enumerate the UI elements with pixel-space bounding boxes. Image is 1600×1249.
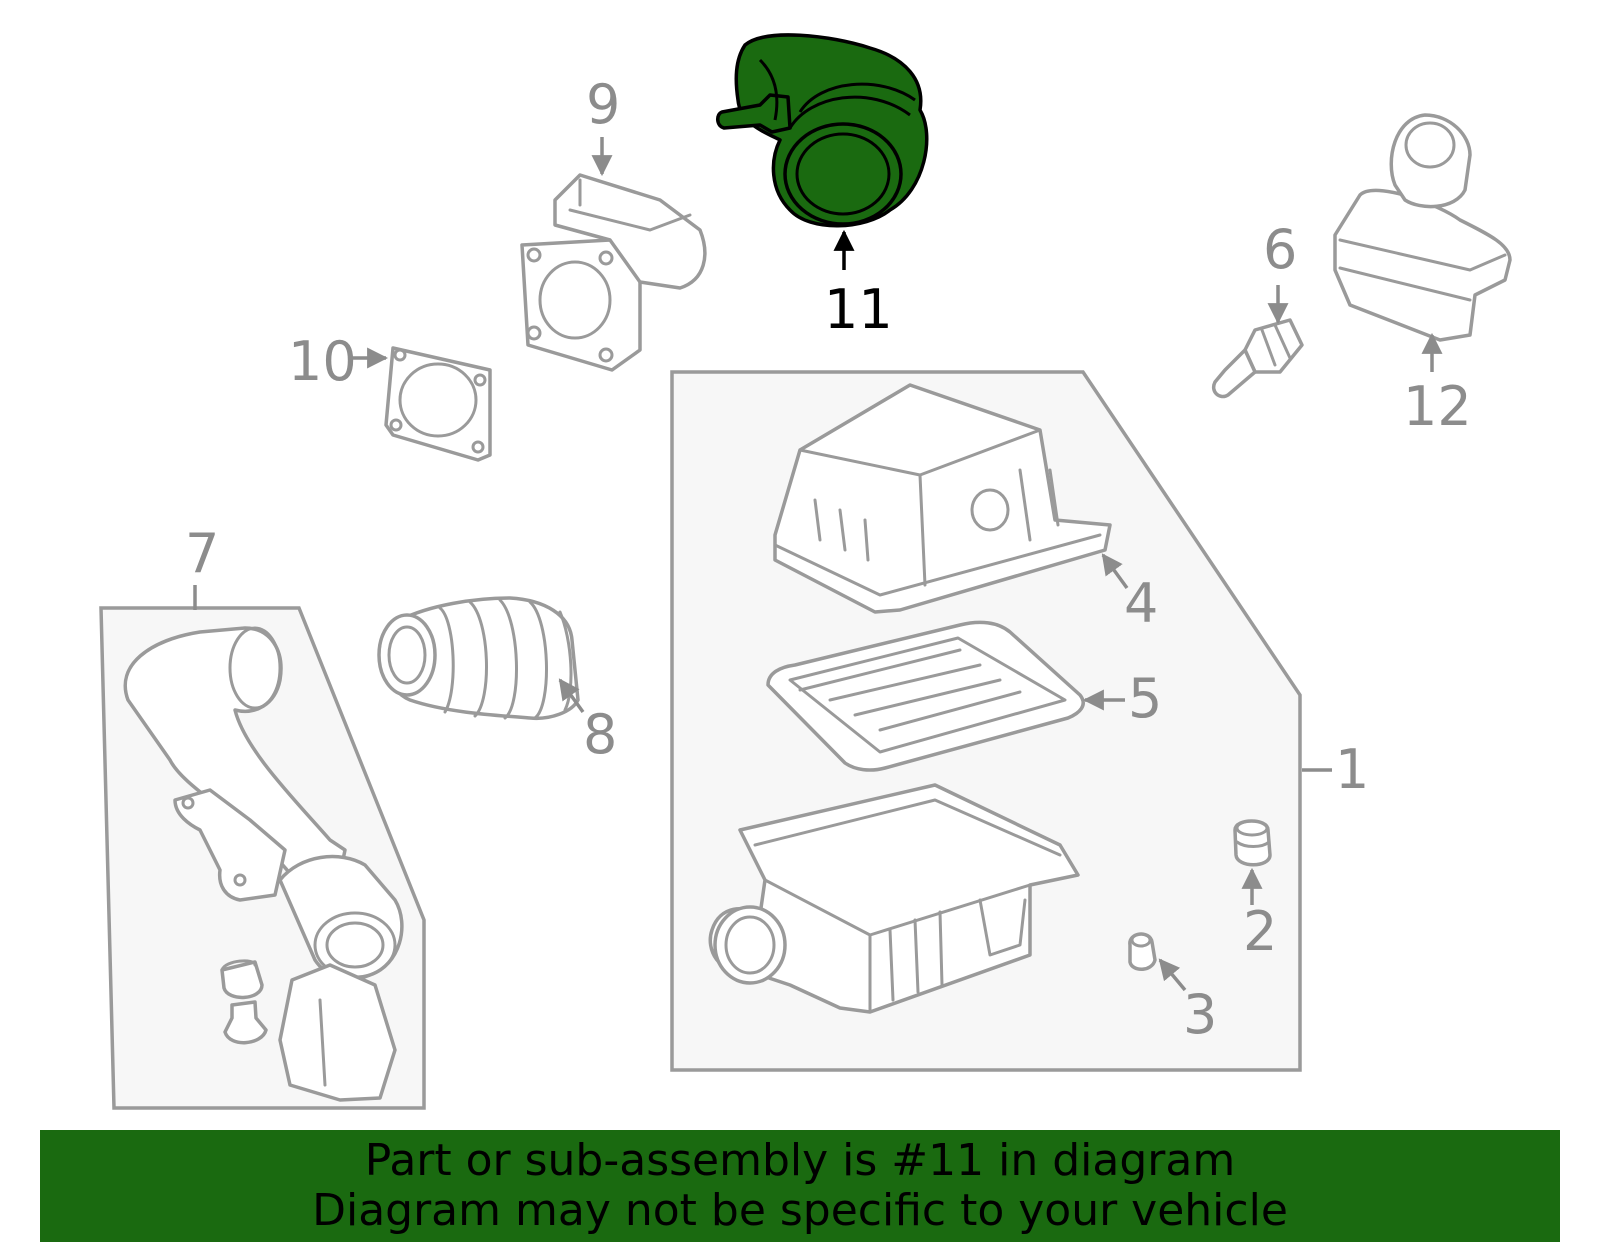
callout-5: 5: [1128, 667, 1162, 730]
part-6-sensor[interactable]: [1212, 318, 1304, 399]
part-8-bellows-hose[interactable]: [377, 596, 580, 721]
callout-7: 7: [185, 522, 219, 585]
part-4-cleaner-cap[interactable]: [773, 383, 1112, 614]
banner-line-part: Part or sub-assembly is #11 in diagram: [364, 1135, 1236, 1186]
callout-9: 9: [586, 73, 620, 136]
part-9-air-flow-meter[interactable]: [520, 173, 707, 372]
callout-3: 3: [1183, 983, 1217, 1046]
leader-4: [1101, 553, 1129, 590]
callout-8: 8: [583, 703, 617, 766]
part-7-intake-duct[interactable]: [123, 626, 404, 1102]
part-2-grommet[interactable]: [1233, 819, 1272, 867]
callout-1: 1: [1335, 738, 1369, 801]
part-5-filter-element[interactable]: [766, 620, 1085, 772]
callout-6: 6: [1263, 218, 1297, 281]
info-banner: Part or sub-assembly is #11 in diagram D…: [40, 1130, 1560, 1242]
banner-line-disclaimer: Diagram may not be specific to your vehi…: [312, 1185, 1288, 1236]
part-11-intake-hose[interactable]: [716, 33, 929, 228]
callout-11: 11: [824, 278, 893, 341]
callout-4: 4: [1124, 572, 1158, 635]
part-10-gasket[interactable]: [384, 346, 492, 462]
callout-2: 2: [1243, 900, 1277, 963]
part-12-resonator[interactable]: [1333, 113, 1512, 342]
callout-12: 12: [1403, 375, 1472, 438]
leader-3: [1158, 958, 1187, 992]
part-3-clip[interactable]: [1128, 932, 1157, 971]
part-1-cleaner-case[interactable]: [708, 783, 1080, 1014]
leader-8: [558, 678, 585, 714]
callout-10: 10: [288, 330, 357, 393]
